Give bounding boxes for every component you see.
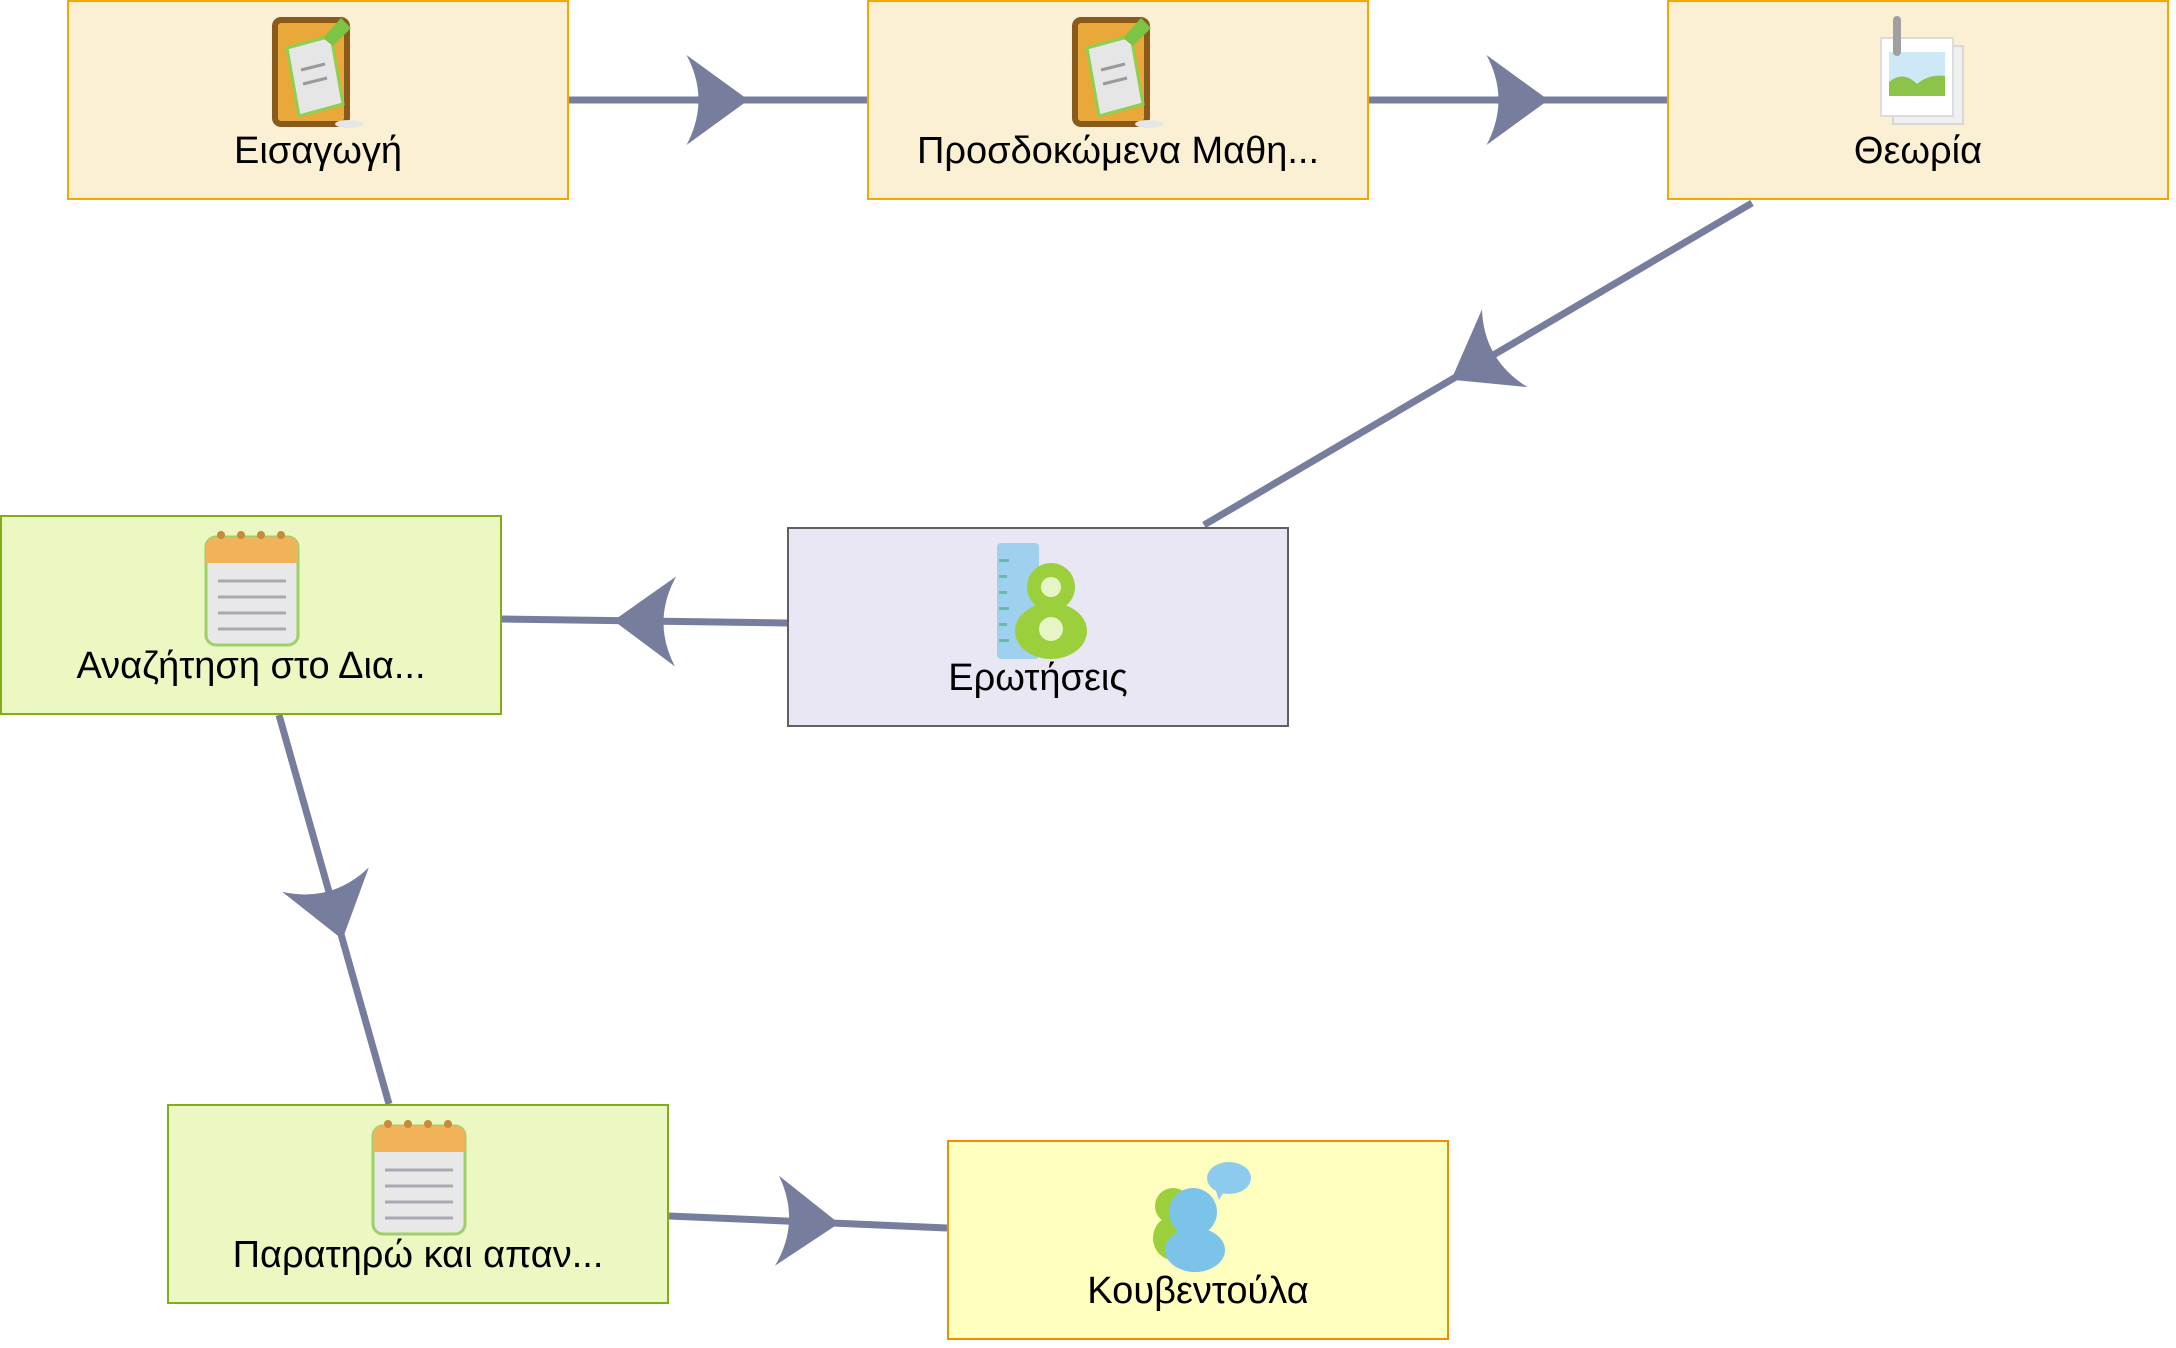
arrowhead-icon <box>1486 55 1549 145</box>
edge-n5-n6[interactable] <box>275 714 393 1105</box>
activity-node-theory[interactable]: Θεωρία <box>1667 0 2169 200</box>
node-label: Ερωτήσεις <box>948 657 1128 699</box>
edge-n2-n3[interactable] <box>1368 55 1667 145</box>
activity-node-introduction[interactable]: Εισαγωγή <box>67 0 569 200</box>
arrowhead-icon <box>1451 309 1528 388</box>
activity-node-learning-outcomes[interactable]: Προσδοκώμενα Μαθη... <box>867 0 1369 200</box>
node-label: Κουβεντούλα <box>1087 1270 1309 1312</box>
pinboard-note-icon <box>1072 17 1163 128</box>
node-label: Προσδοκώμενα Μαθη... <box>916 130 1320 172</box>
activity-node-questions[interactable]: Ερωτήσεις <box>787 527 1289 727</box>
arrowhead-icon <box>775 1175 839 1266</box>
node-label: Θεωρία <box>1853 130 1983 172</box>
image-gallery-icon <box>1880 16 1964 125</box>
arrowhead-icon <box>282 867 369 940</box>
arrowhead-icon <box>613 576 677 667</box>
edge-n1-n2[interactable] <box>568 55 867 145</box>
notepad-icon <box>371 1120 467 1236</box>
activity-node-observe-and-answer[interactable]: Παρατηρώ και απαν... <box>167 1104 669 1304</box>
edge-n4-n5[interactable] <box>501 576 788 667</box>
pinboard-note-icon <box>272 17 363 128</box>
edge-n3-n4[interactable] <box>1202 199 1754 529</box>
node-label: Παρατηρώ και απαν... <box>232 1234 604 1276</box>
activity-node-internet-search[interactable]: Αναζήτηση στο Δια... <box>0 515 502 715</box>
quiz-user-icon <box>997 543 1087 659</box>
notepad-icon <box>204 531 300 647</box>
activity-node-chat[interactable]: Κουβεντούλα <box>947 1140 1449 1340</box>
node-label: Εισαγωγή <box>233 130 402 172</box>
edge-n6-n7[interactable] <box>668 1175 948 1266</box>
chat-users-icon <box>1153 1162 1251 1272</box>
node-label: Αναζήτηση στο Δια... <box>76 645 426 687</box>
arrowhead-icon <box>686 55 749 145</box>
